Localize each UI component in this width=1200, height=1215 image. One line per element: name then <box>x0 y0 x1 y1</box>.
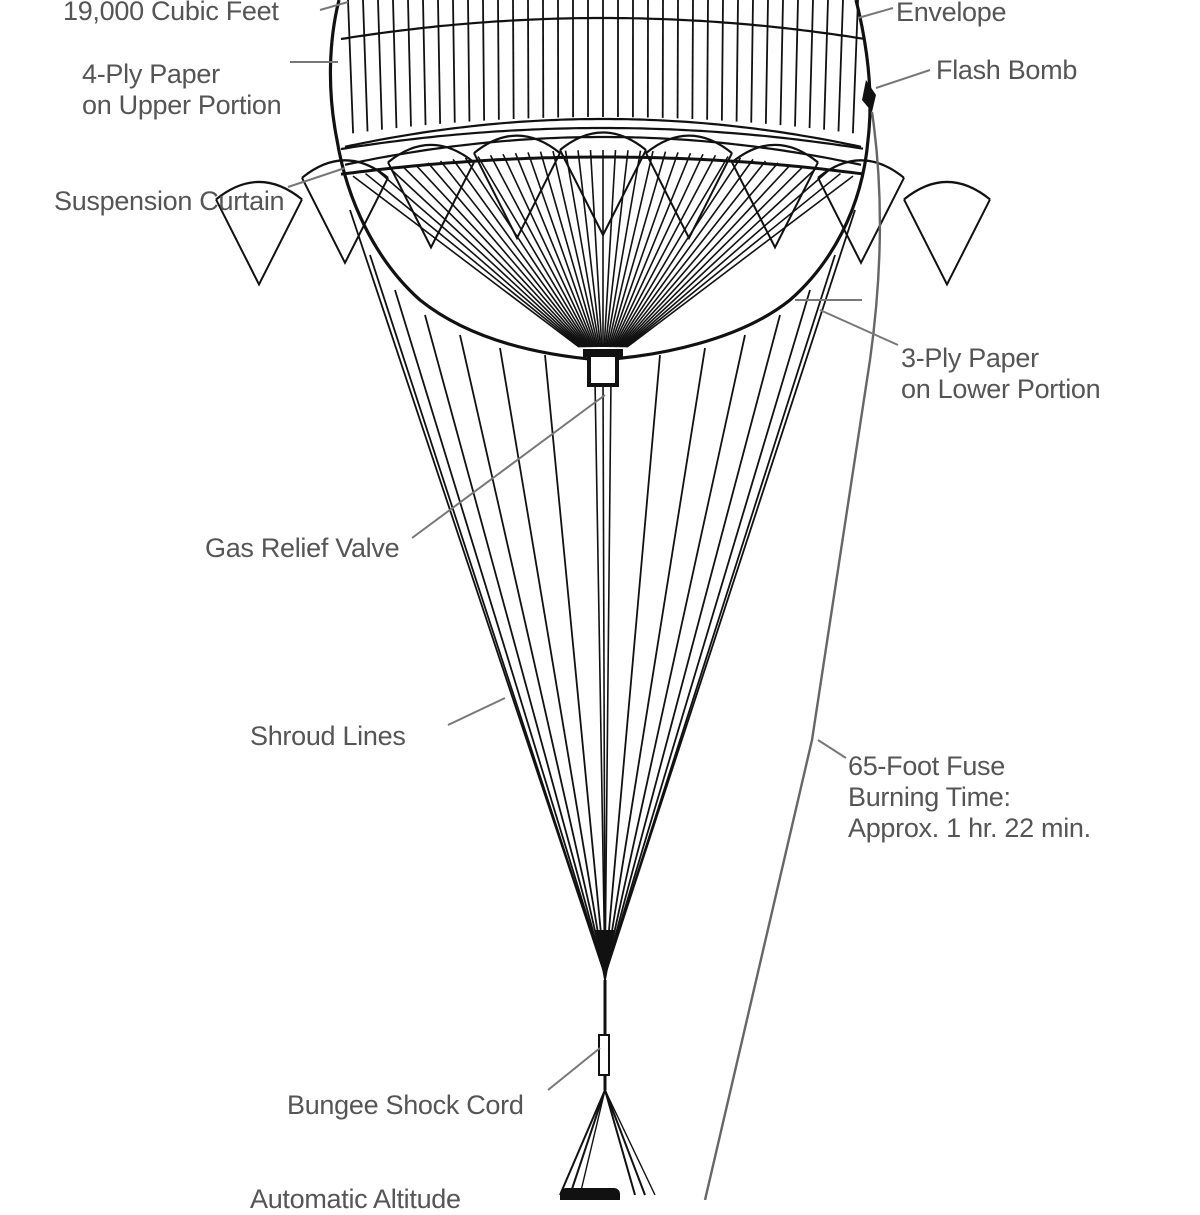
envelope-gore <box>824 0 828 130</box>
envelope-gore <box>513 0 514 119</box>
shroud-line <box>460 335 605 975</box>
curtain-vee <box>474 153 560 238</box>
payload-line <box>605 1090 645 1195</box>
lower-gore <box>615 157 728 347</box>
label-four-ply-line1: 4-Ply Paper <box>82 59 281 90</box>
label-four-ply-line2: on Upper Portion <box>82 90 281 121</box>
envelope-gore <box>423 0 426 125</box>
lower-gore <box>366 174 581 347</box>
lower-gore <box>578 150 601 347</box>
leader-line <box>548 1048 600 1090</box>
gas-relief-valve <box>583 349 623 385</box>
label-shroud-lines: Shroud Lines <box>250 721 406 752</box>
payload-line <box>560 1090 605 1195</box>
bungee-shock-cord <box>599 980 609 1090</box>
suspension-curtain <box>216 133 990 348</box>
envelope-gore <box>468 0 469 122</box>
label-three-ply-paper: 3-Ply Paper on Lower Portion <box>901 343 1100 405</box>
curtain-scallop <box>732 145 818 163</box>
envelope-gore <box>363 0 368 131</box>
envelope-gore <box>393 0 396 128</box>
envelope-gore <box>853 0 858 133</box>
label-suspension-curtain: Suspension Curtain <box>54 186 284 217</box>
envelope-gore <box>795 0 798 127</box>
label-three-ply-line2: on Lower Portion <box>901 374 1100 405</box>
lower-gore <box>541 152 598 347</box>
label-fuse: 65-Foot Fuse Burning Time: Approx. 1 hr.… <box>848 751 1091 844</box>
envelope-gore <box>453 0 455 123</box>
curtain-vee <box>646 153 732 238</box>
envelope-gore <box>348 0 353 133</box>
envelope-gore <box>707 0 708 120</box>
shroud-line <box>395 290 605 975</box>
envelope-band <box>341 18 863 39</box>
envelope-gore <box>810 0 813 128</box>
curtain-vee <box>302 178 388 263</box>
lower-gore <box>621 165 791 347</box>
envelope-gore <box>722 0 723 121</box>
envelope-gore <box>378 0 382 130</box>
lower-gore <box>403 167 584 347</box>
curtain-scallop <box>904 182 990 200</box>
lower-gore <box>626 174 841 347</box>
lower-gore <box>416 165 586 347</box>
envelope-gore <box>766 0 768 124</box>
shroud-convergence <box>595 930 615 985</box>
curtain-vee <box>904 199 990 284</box>
label-three-ply-line1: 3-Ply Paper <box>901 343 1100 374</box>
label-fuse-line2: Burning Time: <box>848 782 1091 813</box>
flash-bomb <box>862 80 876 112</box>
leader-line <box>448 698 505 725</box>
label-envelope: Envelope <box>896 0 1006 28</box>
label-gas-relief-valve: Gas Relief Valve <box>205 533 399 564</box>
lower-gore <box>622 167 803 347</box>
payload-line <box>570 1090 605 1195</box>
envelope-gore <box>498 0 499 120</box>
envelope-gore <box>838 0 843 131</box>
leader-line <box>412 395 605 538</box>
envelope-gore <box>408 0 411 127</box>
shroud-line <box>605 348 705 975</box>
label-volume: 19,000 Cubic Feet <box>63 0 279 27</box>
envelope-gore <box>737 0 738 122</box>
leader-line <box>876 70 930 88</box>
label-fuse-line3: Approx. 1 hr. 22 min. <box>848 813 1091 844</box>
shroud-line <box>605 380 611 975</box>
envelope-gore <box>751 0 753 123</box>
leader-line <box>820 310 898 345</box>
altitude-device-body <box>560 1188 620 1200</box>
valve-body <box>589 355 617 385</box>
leader-line <box>818 740 846 758</box>
curtain-scallop <box>560 133 646 151</box>
lower-gore <box>609 152 666 347</box>
shroud-line <box>500 348 605 975</box>
label-four-ply-paper: 4-Ply Paper on Upper Portion <box>82 59 281 121</box>
lower-gore <box>619 161 766 347</box>
fuse-cord <box>705 112 880 1200</box>
envelope-gore <box>692 0 693 119</box>
leader-line <box>858 8 893 18</box>
bungee-loop <box>599 1035 609 1075</box>
shroud-line <box>605 335 745 975</box>
envelope-gore <box>438 0 440 124</box>
lower-gore <box>478 157 591 347</box>
altitude-device <box>560 1090 655 1200</box>
fuse-line <box>705 112 880 1200</box>
label-flash-bomb: Flash Bomb <box>936 55 1077 86</box>
curtain-scallop <box>388 145 474 163</box>
envelope-gore <box>483 0 484 121</box>
lower-gore <box>605 150 628 347</box>
envelope-gore <box>780 0 783 125</box>
leader-line <box>288 168 345 187</box>
valve-collar <box>583 349 623 357</box>
label-fuse-line1: 65-Foot Fuse <box>848 751 1091 782</box>
lower-gore <box>441 161 588 347</box>
flash-bomb-shape <box>862 80 876 112</box>
label-bungee-shock-cord: Bungee Shock Cord <box>287 1090 524 1121</box>
payload-line <box>580 1090 605 1195</box>
shroud-line <box>605 315 780 975</box>
leader-line <box>320 2 348 10</box>
